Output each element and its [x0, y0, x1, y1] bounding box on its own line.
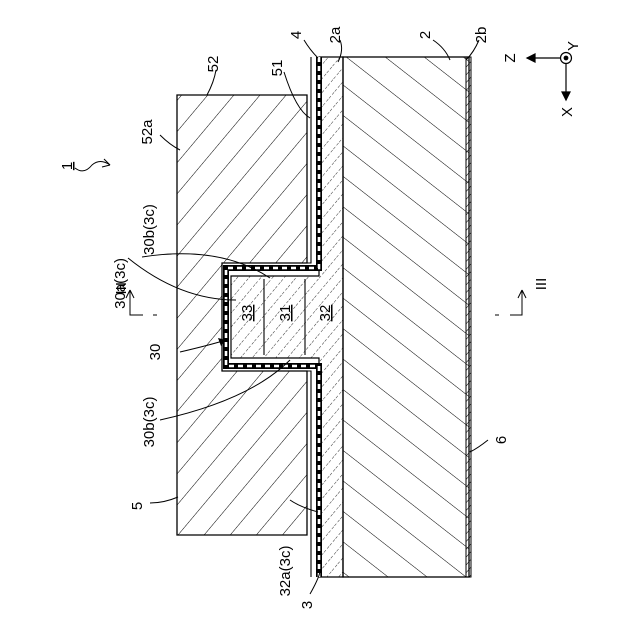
label-33: 33: [239, 305, 256, 322]
axis-label-x: X: [559, 107, 576, 117]
label-52: 52: [205, 56, 222, 73]
label-32: 32: [317, 305, 334, 322]
layer-2-substrate: [343, 57, 469, 577]
axis-label-z: Z: [502, 53, 519, 62]
label-5: 5: [129, 502, 146, 510]
label-51: 51: [269, 60, 286, 77]
label-4: 4: [288, 31, 305, 39]
layer-6: [466, 57, 471, 577]
label-2: 2: [417, 31, 434, 39]
label-1: 1: [59, 162, 76, 170]
label-30: 30: [147, 344, 164, 361]
label-section-left: III: [113, 282, 130, 295]
label-2a: 2a: [327, 26, 344, 43]
section-indicator-right: [495, 290, 526, 315]
label-30b-3c-top: 30b(3c): [141, 204, 158, 255]
label-30b-3c-bottom: 30b(3c): [141, 397, 158, 448]
label-32a-3c: 32a(3c): [277, 546, 294, 597]
label-52a: 52a: [139, 119, 156, 145]
label-2b: 2b: [473, 27, 490, 44]
label-31: 31: [277, 305, 294, 322]
axis-label-y: Y: [565, 41, 582, 51]
label-section-right: III: [533, 278, 550, 291]
section-indicator-left: [126, 290, 157, 315]
coordinate-axes: [527, 53, 572, 101]
label-6: 6: [493, 436, 510, 444]
label-3: 3: [299, 601, 316, 609]
